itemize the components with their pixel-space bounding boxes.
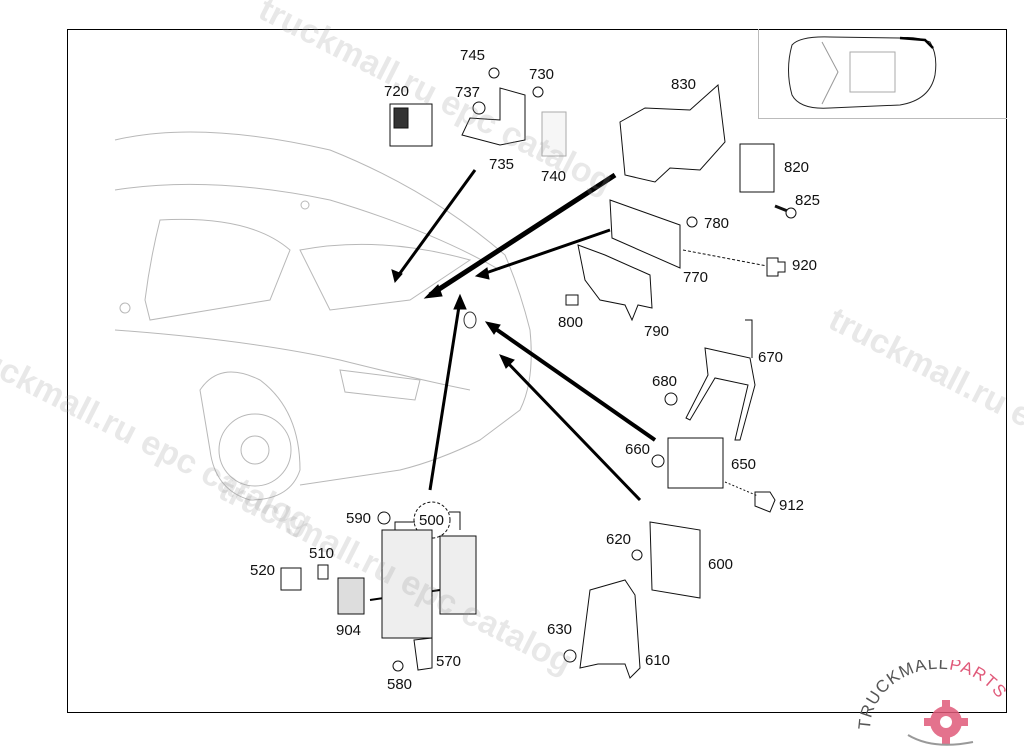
part-737 — [472, 101, 486, 115]
part-label: 820 — [784, 159, 810, 176]
part-label: 904 — [336, 622, 362, 639]
vehicle-overview-inset — [758, 29, 1007, 119]
logo-text-right: PARTS — [948, 660, 1011, 702]
part-660 — [651, 454, 665, 468]
part-630 — [563, 649, 577, 663]
part-label: 737 — [455, 84, 481, 101]
car-body-outline — [114, 131, 532, 501]
part-label: 740 — [541, 168, 567, 185]
part-label: 630 — [547, 621, 573, 638]
part-label: 770 — [683, 269, 709, 286]
part-label: 735 — [489, 156, 515, 173]
part-label: 650 — [731, 456, 757, 473]
part-500 — [381, 529, 433, 639]
part-label: 830 — [671, 76, 697, 93]
part-label: 520 — [250, 562, 276, 579]
part-label: 780 — [704, 215, 730, 232]
part-label: 610 — [645, 652, 671, 669]
part-label: 745 — [460, 47, 486, 64]
part-590 — [377, 511, 391, 525]
car-top-view-icon — [788, 36, 937, 109]
part-label: 912 — [779, 497, 805, 514]
part-610 — [579, 579, 641, 679]
part-620 — [631, 549, 643, 561]
part-label: 790 — [644, 323, 670, 340]
part-label: 720 — [384, 83, 410, 100]
part-label: 600 — [708, 556, 734, 573]
part-912 — [754, 491, 776, 513]
part-label: 920 — [792, 257, 818, 274]
part-920 — [766, 257, 786, 277]
part-800 — [565, 294, 579, 306]
part-600 — [649, 521, 701, 599]
truckmall-parts-logo: TRUCKMALLPARTS — [855, 654, 1018, 750]
part-500-callout — [413, 501, 451, 539]
part-label: 500 — [419, 512, 445, 529]
part-904 — [337, 577, 365, 615]
part-520 — [280, 567, 302, 591]
part-670 — [685, 347, 756, 441]
part-770 — [609, 199, 681, 269]
part-label: 730 — [529, 66, 555, 83]
part-label: 660 — [625, 441, 651, 458]
part-label: 590 — [346, 510, 372, 527]
part-label: 620 — [606, 531, 632, 548]
part-510 — [317, 564, 329, 580]
part-label: 825 — [795, 192, 821, 209]
part-790 — [577, 244, 653, 322]
parts — [280, 67, 797, 679]
part-label: 570 — [436, 653, 462, 670]
gear-icon — [924, 700, 968, 744]
part-745 — [488, 67, 500, 79]
part-label: 670 — [758, 349, 784, 366]
part-680 — [664, 392, 678, 406]
part-label: 580 — [387, 676, 413, 693]
part-820 — [739, 143, 775, 193]
part-780 — [686, 216, 698, 228]
part-label: 680 — [652, 373, 678, 390]
part-730 — [532, 86, 544, 98]
diagram-frame — [67, 29, 1007, 713]
part-label: 510 — [309, 545, 335, 562]
part-650 — [667, 437, 724, 489]
part-label: 800 — [558, 314, 584, 331]
part-830 — [619, 83, 726, 183]
part-735 — [461, 87, 526, 146]
part-740 — [541, 111, 567, 157]
part-570 — [413, 637, 433, 671]
part-580 — [392, 660, 404, 672]
